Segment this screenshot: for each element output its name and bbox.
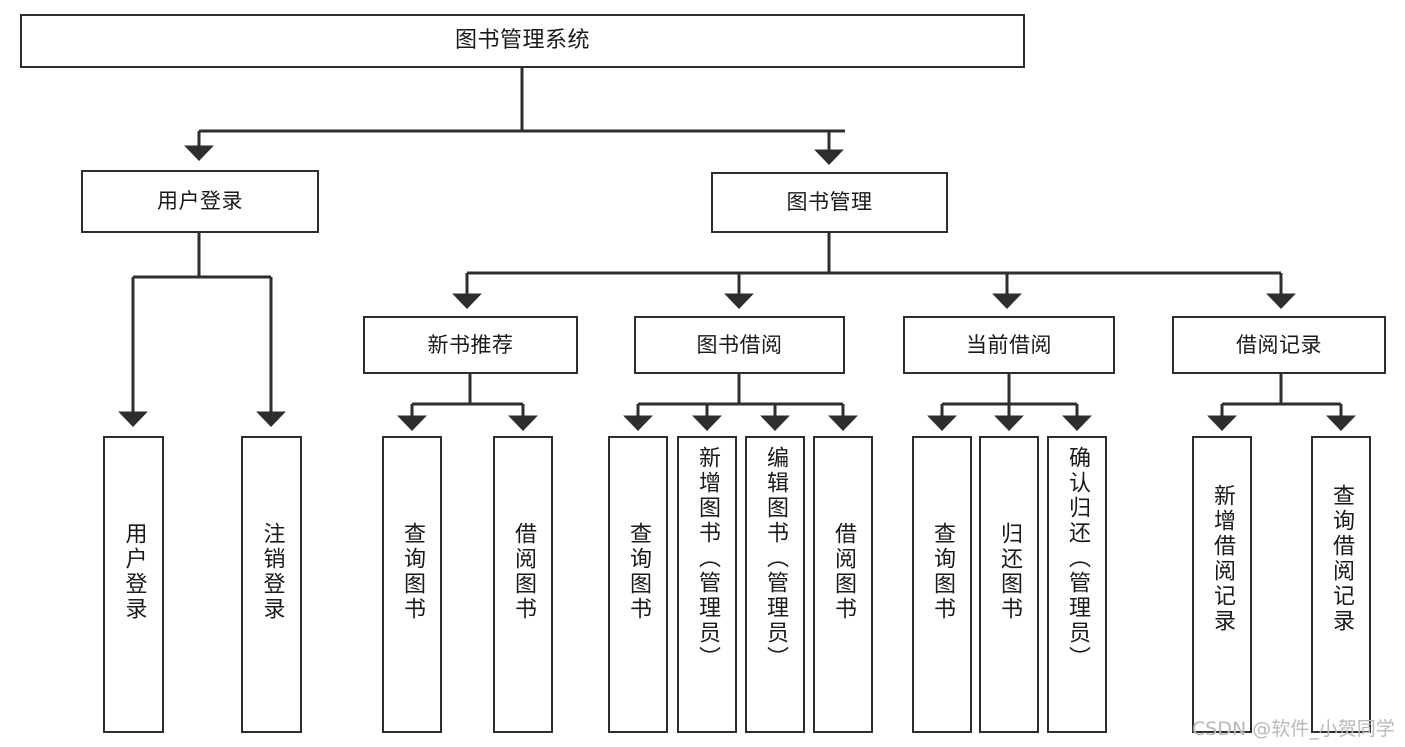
node-leaf-query-book-2[interactable]: 查询图书 <box>608 436 668 733</box>
node-leaf-add-borrow-record-label: 新增借阅记录 <box>1210 484 1235 634</box>
node-book-manage[interactable]: 图书管理 <box>711 172 948 233</box>
node-user-login[interactable]: 用户登录 <box>81 170 319 233</box>
node-leaf-return-book-label: 归还图书 <box>997 522 1022 622</box>
node-leaf-query-book-3[interactable]: 查询图书 <box>912 436 972 733</box>
node-leaf-edit-book-admin-label: 编辑图书（管理员） <box>763 446 788 671</box>
node-leaf-user-login-label: 用户登录 <box>121 522 147 622</box>
node-user-login-label: 用户登录 <box>157 189 243 214</box>
node-leaf-confirm-return-admin-label: 确认归还（管理员） <box>1065 446 1090 671</box>
node-book-borrow[interactable]: 图书借阅 <box>634 316 845 374</box>
node-current-borrow[interactable]: 当前借阅 <box>903 316 1115 374</box>
node-leaf-logout-login-label: 注销登录 <box>259 522 285 622</box>
node-leaf-return-book[interactable]: 归还图书 <box>979 436 1039 733</box>
node-leaf-confirm-return-admin[interactable]: 确认归还（管理员） <box>1047 436 1107 733</box>
node-leaf-query-book-2-label: 查询图书 <box>626 522 651 622</box>
node-leaf-borrow-book-1[interactable]: 借阅图书 <box>493 436 553 733</box>
node-leaf-logout-login[interactable]: 注销登录 <box>241 436 302 733</box>
node-new-book-recommend-label: 新书推荐 <box>427 332 514 357</box>
node-leaf-query-borrow-record[interactable]: 查询借阅记录 <box>1311 436 1371 733</box>
node-leaf-query-borrow-record-label: 查询借阅记录 <box>1329 484 1354 634</box>
node-book-borrow-label: 图书借阅 <box>696 332 783 357</box>
node-borrow-record[interactable]: 借阅记录 <box>1172 316 1386 374</box>
node-leaf-borrow-book-1-label: 借阅图书 <box>511 522 536 622</box>
node-new-book-recommend[interactable]: 新书推荐 <box>363 316 578 374</box>
node-leaf-query-book-1-label: 查询图书 <box>400 522 425 622</box>
node-leaf-add-borrow-record[interactable]: 新增借阅记录 <box>1192 436 1252 733</box>
node-leaf-user-login[interactable]: 用户登录 <box>103 436 164 733</box>
node-leaf-query-book-3-label: 查询图书 <box>930 522 955 622</box>
node-borrow-record-label: 借阅记录 <box>1236 332 1322 357</box>
node-current-borrow-label: 当前借阅 <box>966 332 1052 357</box>
node-leaf-add-book-admin-label: 新增图书（管理员） <box>695 446 720 671</box>
node-leaf-borrow-book-2[interactable]: 借阅图书 <box>813 436 873 733</box>
node-book-manage-label: 图书管理 <box>786 190 873 215</box>
node-root[interactable]: 图书管理系统 <box>20 14 1025 68</box>
csdn-watermark: CSDN @软件_小贺同学 <box>1192 718 1395 740</box>
node-leaf-borrow-book-2-label: 借阅图书 <box>831 522 856 622</box>
node-leaf-edit-book-admin[interactable]: 编辑图书（管理员） <box>745 436 805 733</box>
node-leaf-add-book-admin[interactable]: 新增图书（管理员） <box>677 436 737 733</box>
node-leaf-query-book-1[interactable]: 查询图书 <box>382 436 442 733</box>
node-root-label: 图书管理系统 <box>454 28 590 54</box>
